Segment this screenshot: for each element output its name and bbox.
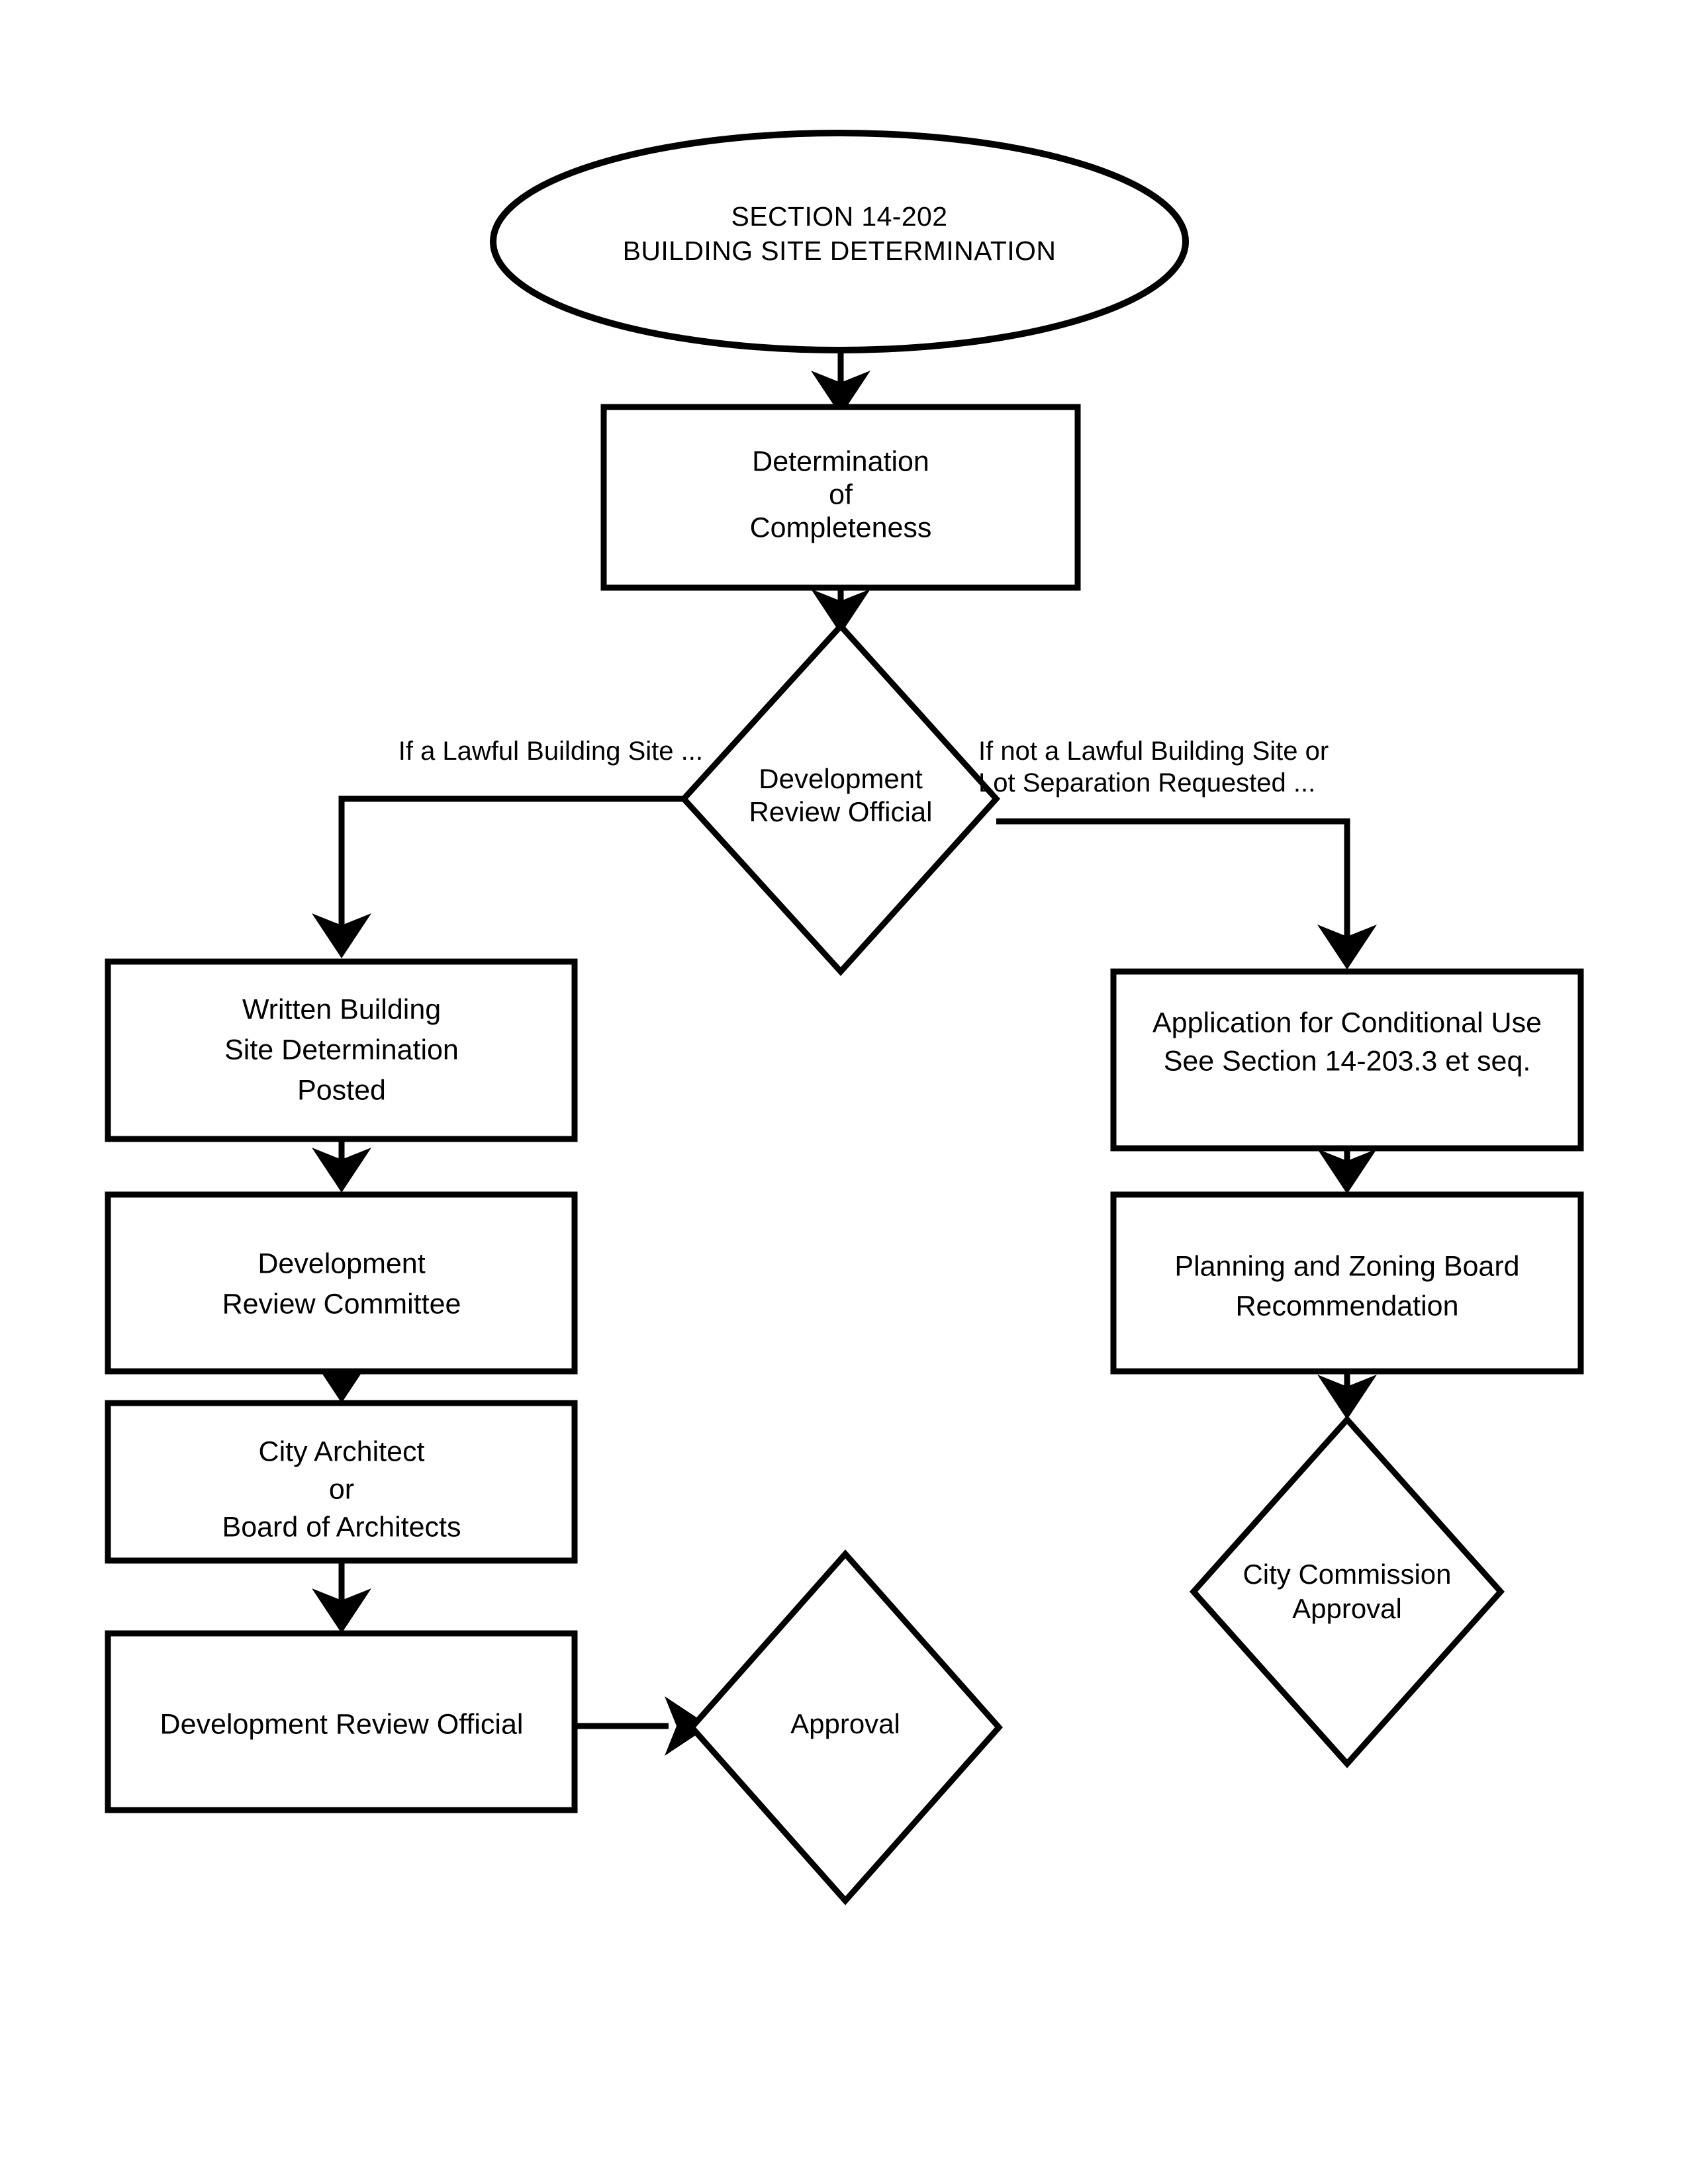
node-development-review-committee[interactable]: Development Review Committee: [105, 1191, 578, 1375]
decision-diamond-shape: [687, 1549, 1004, 1905]
process-box-shape: [105, 1630, 578, 1813]
node-determination-of-completeness[interactable]: Determination of Completeness: [600, 404, 1081, 591]
node-development-review-official-decision[interactable]: Development Review Official: [679, 621, 1001, 976]
city-commission-line-2: Approval: [1292, 1593, 1402, 1624]
review-committee-line-1: Development: [258, 1248, 425, 1279]
written-determination-line-2: Site Determination: [224, 1034, 459, 1066]
ellipse-shape: [490, 130, 1189, 353]
right-branch-label-line-2: Lot Separation Requested ...: [978, 768, 1315, 797]
arrowhead-icon: [312, 913, 371, 958]
city-architect-line-1: City Architect: [259, 1435, 425, 1467]
decision-line-1: Development: [759, 763, 923, 794]
right-branch-label-line-1: If not a Lawful Building Site or: [978, 737, 1329, 766]
written-determination-line-1: Written Building: [242, 993, 441, 1025]
arrowhead-icon: [312, 1148, 371, 1193]
determination-line-1: Determination: [752, 445, 929, 477]
process-box-shape: [1110, 968, 1584, 1152]
application-line-2: See Section 14-203.3 et seq.: [1164, 1045, 1531, 1077]
city-commission-line-1: City Commission: [1243, 1559, 1451, 1590]
decision-diamond-shape: [1189, 1415, 1505, 1768]
edge-planning-zoning-to-city-commission: [1317, 1371, 1377, 1420]
node-start-terminator[interactable]: SECTION 14-202 BUILDING SITE DETERMINATI…: [490, 130, 1189, 353]
decision-line-2: Review Official: [749, 796, 933, 827]
arrowhead-icon: [312, 1588, 371, 1633]
arrowhead-icon: [811, 371, 870, 416]
review-committee-line-2: Review Committee: [222, 1288, 461, 1320]
node-development-review-official-box[interactable]: Development Review Official: [105, 1630, 578, 1813]
planning-zoning-line-1: Planning and Zoning Board: [1174, 1250, 1519, 1282]
arrowhead-icon: [1317, 1375, 1377, 1420]
edge-development-review-official-to-approval: [575, 1696, 710, 1756]
edge-city-architect-to-development-review-official: [312, 1561, 371, 1633]
written-determination-line-3: Posted: [297, 1074, 386, 1106]
edge-line: [996, 818, 1350, 948]
start-terminator-line-2: BUILDING SITE DETERMINATION: [623, 236, 1056, 266]
edge-completeness-to-decision: [811, 588, 870, 634]
arrowhead-icon: [665, 1696, 710, 1756]
edge-label-right-branch: If not a Lawful Building Site or Lot Sep…: [978, 737, 1329, 797]
process-box-shape: [600, 404, 1081, 591]
determination-line-2: of: [829, 478, 853, 510]
development-review-official-line-1: Development Review Official: [160, 1708, 524, 1740]
process-box-shape: [1110, 1191, 1584, 1375]
arrowhead-icon: [1317, 1149, 1377, 1194]
node-planning-and-zoning-board-recommendation[interactable]: Planning and Zoning Board Recommendation: [1110, 1191, 1584, 1375]
edge-label-left-branch: If a Lawful Building Site ...: [399, 737, 703, 766]
node-application-for-conditional-use[interactable]: Application for Conditional Use See Sect…: [1110, 968, 1584, 1152]
city-architect-line-2: or: [329, 1473, 354, 1505]
node-city-commission-approval[interactable]: City Commission Approval: [1189, 1415, 1505, 1768]
edge-application-to-planning-zoning: [1317, 1148, 1377, 1194]
left-branch-label-line-1: If a Lawful Building Site ...: [399, 737, 703, 766]
arrowhead-icon: [811, 589, 870, 634]
application-line-1: Application for Conditional Use: [1152, 1007, 1542, 1038]
planning-zoning-line-2: Recommendation: [1235, 1290, 1458, 1322]
start-terminator-line-1: SECTION 14-202: [731, 201, 948, 232]
approval-line-1: Approval: [790, 1708, 900, 1739]
process-box-shape: [105, 958, 578, 1142]
process-box-shape: [105, 1400, 578, 1564]
edge-decision-to-right-branch: [996, 818, 1377, 970]
node-approval[interactable]: Approval: [687, 1549, 1004, 1905]
determination-line-3: Completeness: [750, 512, 932, 543]
node-city-architect-or-board-of-architects[interactable]: City Architect or Board of Architects: [105, 1400, 578, 1564]
edge-start-to-completeness: [811, 351, 870, 416]
process-box-shape: [105, 1191, 578, 1375]
edge-line: [338, 796, 684, 936]
city-architect-line-3: Board of Architects: [222, 1511, 461, 1543]
edge-written-determination-to-review-committee: [312, 1139, 371, 1193]
arrowhead-icon: [1317, 925, 1377, 970]
edge-decision-to-left-branch: [312, 796, 684, 958]
node-written-building-site-determination-posted[interactable]: Written Building Site Determination Post…: [105, 958, 578, 1142]
decision-diamond-shape: [679, 621, 1001, 976]
